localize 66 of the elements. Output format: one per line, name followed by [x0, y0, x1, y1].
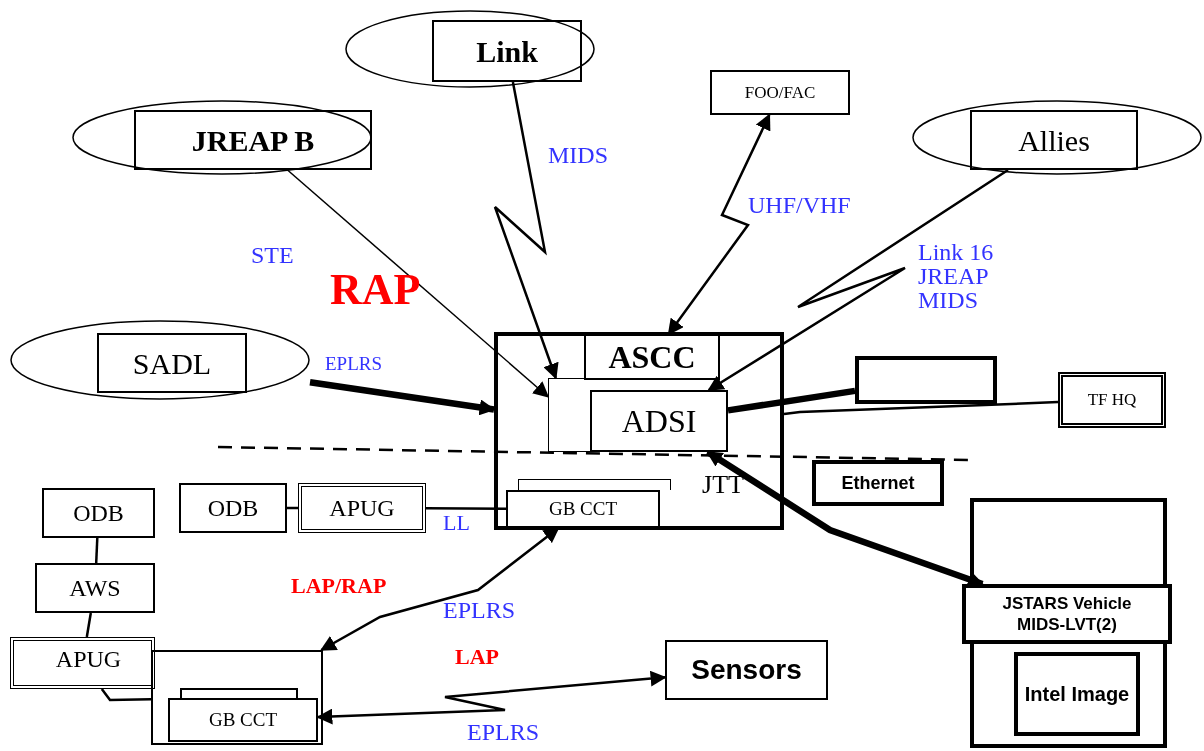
link-label: Link 16 JREAP MIDS: [918, 240, 995, 312]
box-label: ASCC: [608, 338, 696, 377]
link-label: STE: [251, 243, 294, 267]
connector-line: [426, 507, 506, 510]
connector-line: [727, 387, 856, 414]
empty-box: [518, 479, 671, 490]
connector-line: [100, 688, 152, 702]
label-box: [812, 460, 944, 506]
label-box: [710, 70, 850, 115]
box-label: ADSI: [621, 402, 697, 441]
box-label: SADL: [132, 345, 212, 382]
link-label: EPLRS: [325, 354, 383, 373]
label-box: [179, 483, 287, 533]
link-label: EPLRS: [467, 720, 540, 744]
connector-line: [783, 400, 1059, 416]
arrow: [707, 168, 1009, 392]
connector-line: [94, 537, 99, 564]
label-box: [665, 640, 828, 700]
box-label: Link: [476, 33, 538, 70]
box-label: JSTARS Vehicle: [1002, 592, 1132, 614]
label-box: [42, 488, 155, 538]
link-label: MIDS: [548, 143, 608, 167]
label-box: [1014, 652, 1140, 736]
box-label: FOO/FAC: [744, 81, 816, 104]
oval-outline: [72, 100, 372, 175]
box-label: Ethernet: [841, 471, 915, 495]
label-box: [584, 336, 720, 380]
connector-line: [85, 612, 93, 638]
link-label: EPLRS: [443, 598, 516, 622]
box-label: Sensors: [691, 653, 802, 687]
box-label: APUG: [329, 494, 395, 523]
arrow: [309, 379, 496, 416]
box-label: ODB: [207, 494, 259, 523]
label-box: [10, 637, 155, 689]
label-box: [35, 563, 155, 613]
label-box: [494, 332, 784, 530]
label-box: [590, 390, 728, 452]
empty-box: [151, 650, 323, 745]
box-label: AWS: [69, 574, 121, 603]
box-label: JTT: [702, 469, 744, 501]
oval-outline: [345, 10, 595, 88]
label-box: [1058, 372, 1166, 428]
oval-outline: [912, 100, 1202, 175]
label-box: [168, 698, 318, 742]
box-label: GB CCT: [548, 496, 618, 521]
box-label: ODB: [73, 499, 124, 528]
label-box: [506, 490, 660, 526]
arrow: [320, 527, 560, 652]
box-label: Allies: [1018, 122, 1090, 159]
box-label: GB CCT: [208, 707, 278, 732]
link-label: LAP: [455, 646, 499, 668]
connector-line: [287, 506, 298, 510]
box-label: APUG: [55, 645, 122, 674]
box-label: MIDS-LVT(2): [1017, 614, 1117, 636]
label-box: [298, 483, 426, 533]
box-label: TF HQ: [1087, 389, 1137, 412]
box-label: Intel Image: [1024, 681, 1130, 707]
link-label: LAP/RAP: [291, 575, 387, 597]
link-label: RAP: [330, 268, 421, 312]
link-label: UHF/VHF: [748, 193, 851, 217]
arrow: [286, 169, 550, 398]
box-label: JREAP B: [191, 122, 315, 159]
empty-box: [855, 356, 997, 404]
arrow: [493, 81, 559, 380]
link-label: LL: [443, 512, 470, 534]
oval-outline: [10, 320, 310, 400]
